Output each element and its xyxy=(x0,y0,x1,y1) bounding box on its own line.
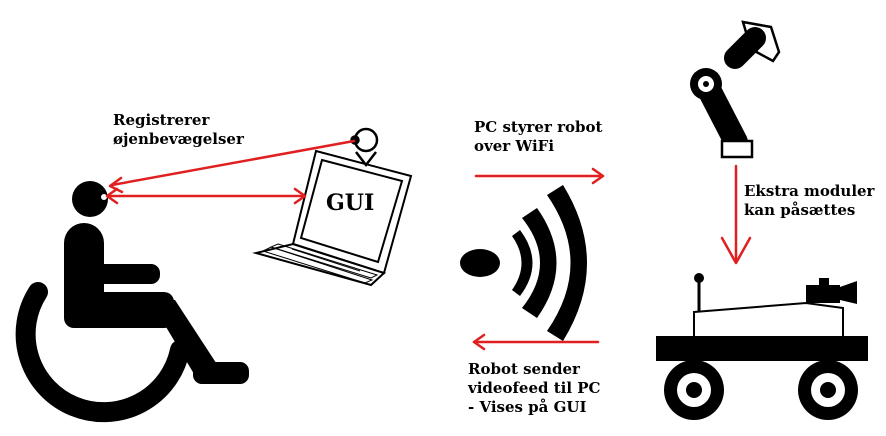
label-video-line1: Robot sender xyxy=(468,360,580,378)
label-modules-line1: Ekstra moduler xyxy=(744,182,875,200)
webcam-icon xyxy=(350,127,379,168)
eye-tracking-arrow xyxy=(108,139,356,194)
label-modules-line2: kan påsættes xyxy=(744,201,856,219)
robot-vehicle-icon xyxy=(656,273,868,420)
label-video-line3: - Vises på GUI xyxy=(468,398,587,416)
robot-to-pc-arrow xyxy=(472,333,600,351)
label-eye-tracking: Registrerer øjenbevægelser xyxy=(113,111,244,149)
pc-to-robot-arrow xyxy=(474,167,605,185)
label-pc-control-line1: PC styrer robot xyxy=(474,118,603,136)
label-video: Robot sender videofeed til PC - Vises på… xyxy=(468,360,600,417)
laptop-icon xyxy=(252,149,413,287)
label-eye-tracking-line2: øjenbevægelser xyxy=(113,130,244,148)
label-pc-control-line2: over WiFi xyxy=(474,137,555,155)
label-gui: GUI xyxy=(326,190,375,216)
wheelchair-user-icon xyxy=(15,181,249,423)
label-eye-tracking-line1: Registrerer xyxy=(113,111,210,129)
label-modules: Ekstra moduler kan påsættes xyxy=(744,182,874,220)
eye-marker xyxy=(101,194,107,200)
label-pc-control: PC styrer robot over WiFi xyxy=(474,118,602,156)
robot-arm-icon xyxy=(690,20,781,159)
wifi-icon xyxy=(460,185,587,341)
modules-arrow xyxy=(720,164,752,265)
label-video-line2: videofeed til PC xyxy=(468,379,601,397)
gaze-gui-arrow xyxy=(105,187,307,205)
